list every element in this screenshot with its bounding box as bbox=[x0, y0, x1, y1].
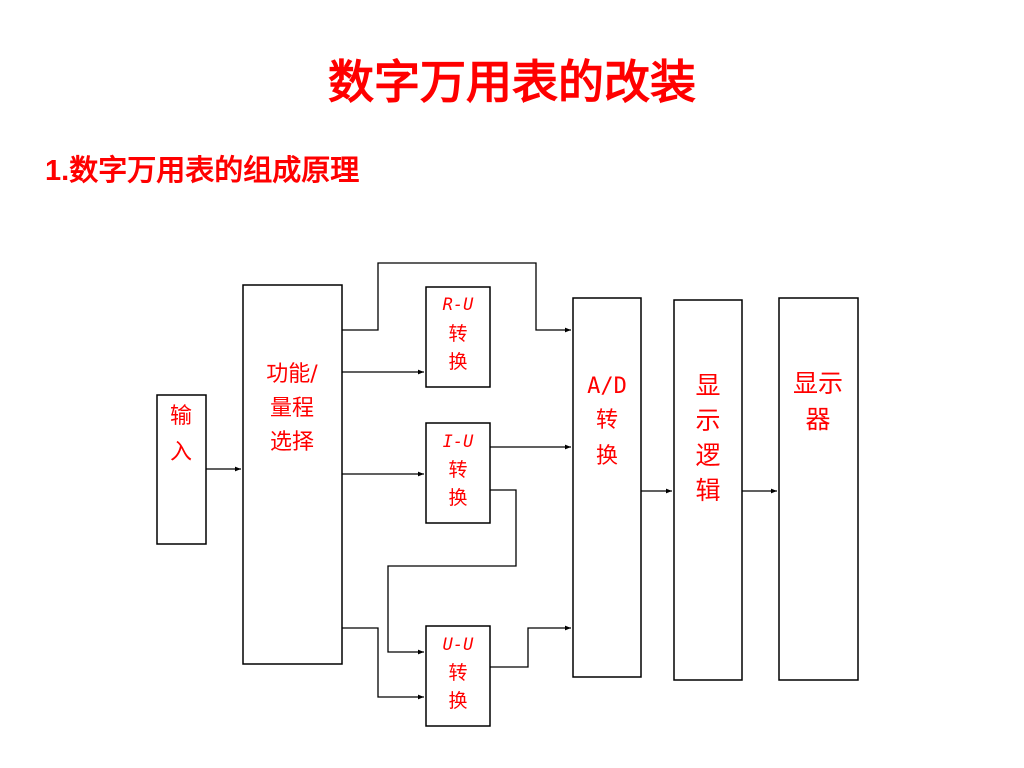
display-logic-label-line: 辑 bbox=[695, 476, 720, 505]
uu-convert-label-line: 转 bbox=[448, 662, 467, 684]
function-select-label: 功能/ 量程 选择 bbox=[266, 362, 318, 455]
iu-convert-label-line: 转 bbox=[448, 459, 467, 481]
display-label-line: 器 bbox=[805, 405, 830, 434]
uu-convert-label-line: 换 bbox=[448, 690, 467, 712]
function-select-label-line: 选择 bbox=[270, 430, 314, 455]
input-label-line: 输 bbox=[170, 404, 192, 429]
iu-convert-label-line: 换 bbox=[448, 487, 467, 509]
uu-convert-label-line: U-U bbox=[443, 635, 474, 655]
display-logic-label-line: 示 bbox=[695, 406, 720, 435]
display-logic-block bbox=[673, 299, 743, 681]
section-heading: 1.数字万用表的组成原理 bbox=[45, 150, 359, 191]
ru-convert-label-line: R-U bbox=[443, 295, 474, 315]
function-select-label-line: 功能/ bbox=[266, 362, 318, 387]
uu-convert-label: U-U 转 换 bbox=[443, 635, 474, 712]
ad-convert-label: A/D 转 换 bbox=[587, 374, 627, 469]
iu-convert-label: I-U 转 换 bbox=[443, 432, 474, 509]
function-select-block bbox=[242, 284, 343, 665]
ru-convert-label-line: 换 bbox=[448, 351, 467, 373]
wire-select-to-uu bbox=[342, 627, 424, 700]
input-label: 输 入 bbox=[170, 404, 192, 465]
section-heading-text: 数字万用表的组成原理 bbox=[69, 153, 360, 187]
ru-convert-label: R-U 转 换 bbox=[443, 295, 474, 373]
iu-convert-label-line: I-U bbox=[443, 432, 474, 452]
display-logic-label: 显 示 逻 辑 bbox=[695, 371, 720, 505]
wire-select-to-ad-bypass bbox=[342, 262, 571, 333]
iu-convert-block bbox=[425, 422, 491, 524]
display-block bbox=[778, 297, 859, 681]
display-logic-label-line: 逻 bbox=[695, 441, 720, 470]
ad-convert-label-line: 换 bbox=[596, 444, 618, 469]
display-label: 显示 器 bbox=[793, 369, 843, 434]
ad-convert-label-line: A/D bbox=[587, 374, 627, 399]
input-label-line: 入 bbox=[170, 440, 192, 465]
ad-convert-block bbox=[572, 297, 642, 678]
page-title: 数字万用表的改装 bbox=[328, 55, 696, 109]
wire-uu-to-ad bbox=[490, 625, 571, 668]
ad-convert-label-line: 转 bbox=[596, 408, 618, 433]
uu-convert-block bbox=[425, 625, 491, 727]
ru-convert-block bbox=[425, 286, 491, 388]
display-logic-label-line: 显 bbox=[695, 371, 720, 400]
section-number: 1. bbox=[45, 155, 70, 187]
display-label-line: 显示 bbox=[793, 369, 843, 398]
ru-convert-label-line: 转 bbox=[448, 323, 467, 345]
wire-iu-to-uu bbox=[387, 489, 517, 655]
function-select-label-line: 量程 bbox=[270, 396, 314, 421]
